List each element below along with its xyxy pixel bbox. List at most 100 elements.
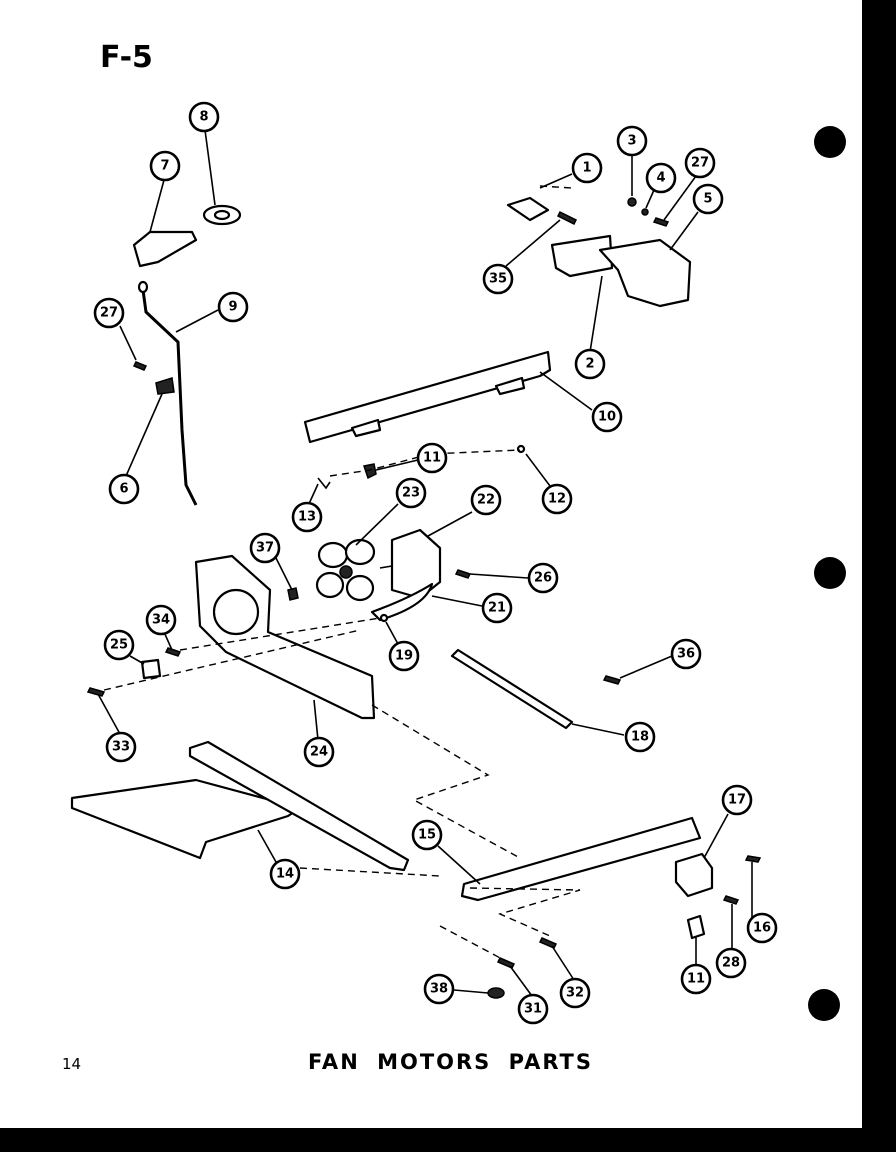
binder-hole-top (814, 126, 846, 158)
leader-12 (525, 453, 551, 487)
part-screw-32 (496, 957, 516, 969)
part-nut-12 (516, 444, 526, 454)
part-screw-27 (454, 569, 472, 579)
callout-label: 24 (310, 745, 328, 760)
callout-label: 27 (100, 306, 118, 321)
part-clip-6 (155, 377, 175, 395)
page-title: FAN MOTORS PARTS (308, 1050, 593, 1074)
callout-23: 22 (470, 484, 502, 516)
callout-label: 22 (477, 493, 495, 508)
part-rail-10-slot-b (494, 376, 526, 396)
callout-group: 1 2 3 4 5 6 7 8 9 10 11 12 13 14 15 16 1… (93, 101, 778, 1025)
callout-label: 11 (687, 972, 705, 987)
callout-27: 26 (527, 562, 559, 594)
callout-14: 14 (269, 858, 301, 890)
part-bracket-2 (550, 234, 614, 278)
callout-33: 32 (559, 977, 591, 1009)
part-screw-31 (722, 895, 740, 905)
part-screw-34 (86, 687, 106, 697)
part-screw-35 (164, 647, 182, 657)
part-washer-4 (641, 208, 649, 216)
callout-16: 16 (746, 912, 778, 944)
callout-17: 17 (721, 784, 753, 816)
callout-label: 18 (631, 730, 649, 745)
callout-label: 17 (728, 793, 746, 808)
callout-31: 28 (715, 947, 747, 979)
callout-label: 19 (395, 649, 413, 664)
binder-hole-middle (814, 557, 846, 589)
callout-21: 19 (388, 640, 420, 672)
callout-label: 7 (160, 159, 169, 174)
callout-label: 4 (656, 171, 665, 186)
callout-label: 32 (566, 986, 584, 1001)
callout-label: 25 (110, 638, 128, 653)
callout-label: 21 (488, 601, 506, 616)
leader-2 (589, 275, 603, 353)
leader-15 (437, 845, 481, 885)
part-motor-shaft (379, 565, 393, 569)
leader-27 (469, 573, 529, 579)
leader-25 (313, 699, 319, 741)
fan-blade-a (317, 541, 349, 569)
part-grommet-hole (213, 209, 231, 221)
leader-14 (257, 829, 277, 863)
alignment-lines (103, 185, 581, 961)
align-line-f (439, 925, 505, 961)
page-id: F-5 (100, 40, 153, 75)
callout-label: 3 (627, 134, 636, 149)
part-screw-36 (556, 210, 578, 226)
callout-label: 15 (418, 828, 436, 843)
part-rail-10-slot-a (350, 418, 382, 438)
callout-35: 34 (145, 604, 177, 636)
callout-15: 15 (411, 819, 443, 851)
part-mount-5 (598, 238, 692, 308)
leader-37 (619, 655, 673, 679)
align-line-g (329, 449, 521, 477)
callout-25: 24 (303, 736, 335, 768)
callout-38: 37 (249, 532, 281, 564)
callout-26: 25 (103, 629, 135, 661)
leader-24 (355, 503, 399, 546)
callout-label: 11 (423, 451, 441, 466)
part-clip-11a (363, 463, 377, 480)
callout-28b: 27 (684, 147, 716, 179)
binder-hole-bottom (808, 989, 840, 1021)
part-screw-28a (132, 361, 148, 371)
part-mount-plate-hole (212, 588, 260, 636)
part-switch-17 (674, 852, 714, 898)
part-foot-39 (487, 987, 505, 999)
part-mount-plate-25 (194, 554, 376, 720)
fan-blade-d (345, 574, 375, 602)
callout-label: 33 (112, 740, 130, 755)
part-rail-10 (303, 350, 552, 444)
page-number: 14 (62, 1055, 82, 1073)
callout-24: 23 (395, 477, 427, 509)
part-nut-38 (287, 587, 299, 601)
callout-5: 5 (692, 183, 724, 215)
leader-21 (385, 621, 399, 645)
callout-2: 2 (574, 348, 606, 380)
part-nut-3 (627, 197, 637, 207)
leader-38 (275, 557, 293, 591)
callout-19: 18 (624, 721, 656, 753)
leader-32 (509, 965, 533, 997)
leader-19 (571, 723, 625, 736)
scan-border-bottom (0, 1128, 896, 1152)
align-line-e (469, 887, 581, 937)
leader-26 (129, 655, 145, 665)
callout-label: 8 (199, 110, 208, 125)
align-line-a (103, 629, 361, 691)
part-screw-33 (538, 937, 558, 949)
align-line-c (371, 704, 521, 859)
callout-9: 9 (217, 291, 249, 323)
callout-13: 13 (291, 501, 323, 533)
part-motor-23 (390, 528, 442, 600)
scan-border-right (862, 0, 896, 1152)
callout-39: 38 (423, 973, 455, 1005)
leader-8 (204, 129, 216, 206)
part-bracket-7 (132, 230, 198, 268)
callout-10: 10 (591, 401, 623, 433)
leader-6 (125, 393, 163, 477)
part-shroud-22 (370, 582, 434, 622)
callout-4: 4 (645, 162, 677, 194)
